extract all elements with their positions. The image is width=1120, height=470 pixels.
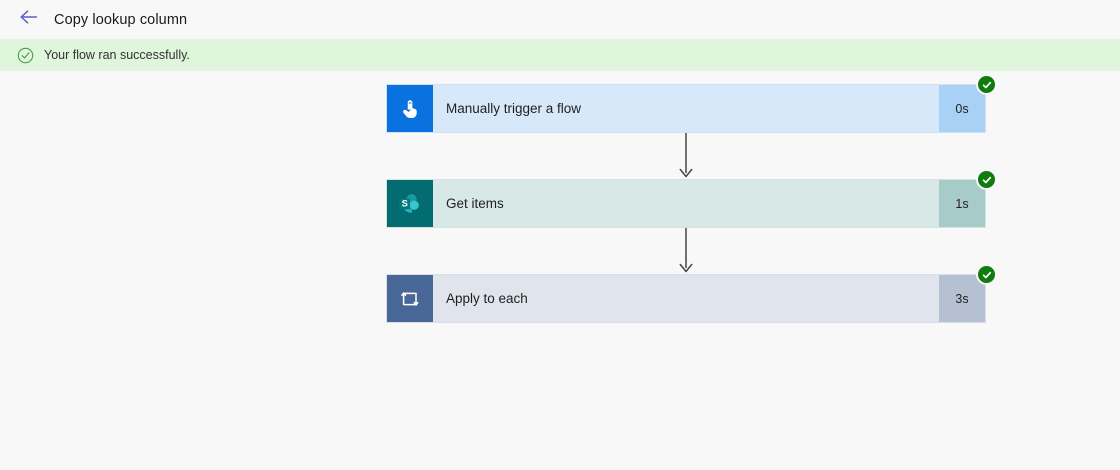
flow-step-duration: 1s — [939, 180, 985, 227]
flow-step-card[interactable]: Manually trigger a flow 0s — [386, 74, 997, 133]
status-banner-message: Your flow ran successfully. — [44, 48, 190, 62]
flow-steps-list: Manually trigger a flow 0s — [386, 74, 997, 323]
page-title: Copy lookup column — [54, 11, 188, 28]
flow-step-duration: 3s — [939, 275, 985, 322]
flow-connector — [386, 133, 986, 179]
status-badge — [976, 169, 997, 190]
flow-step-card[interactable]: Apply to each 3s — [386, 264, 997, 323]
check-circle-filled-icon — [981, 174, 993, 186]
status-banner: Your flow ran successfully. — [0, 39, 1120, 71]
flow-step-name: Get items — [446, 196, 504, 211]
flow-connector — [386, 228, 986, 274]
arrow-down-icon — [677, 228, 695, 274]
arrow-left-icon — [19, 9, 39, 30]
page-header: Copy lookup column — [0, 0, 1120, 39]
check-circle-icon — [17, 47, 34, 64]
sharepoint-icon: S — [387, 180, 433, 227]
status-badge — [976, 264, 997, 285]
loop-repeat-icon — [387, 275, 433, 322]
flow-step-name: Manually trigger a flow — [446, 101, 582, 116]
flow-canvas: Manually trigger a flow 0s — [0, 71, 1120, 470]
arrow-down-icon — [677, 133, 695, 179]
svg-text:S: S — [402, 197, 408, 208]
back-button[interactable] — [14, 5, 44, 35]
flow-step-duration: 0s — [939, 85, 985, 132]
status-badge — [976, 74, 997, 95]
check-circle-filled-icon — [981, 79, 993, 91]
check-circle-filled-icon — [981, 269, 993, 281]
flow-step-name: Apply to each — [446, 291, 528, 306]
touch-tap-icon — [387, 85, 433, 132]
flow-step-card[interactable]: S Get items 1s — [386, 169, 997, 228]
